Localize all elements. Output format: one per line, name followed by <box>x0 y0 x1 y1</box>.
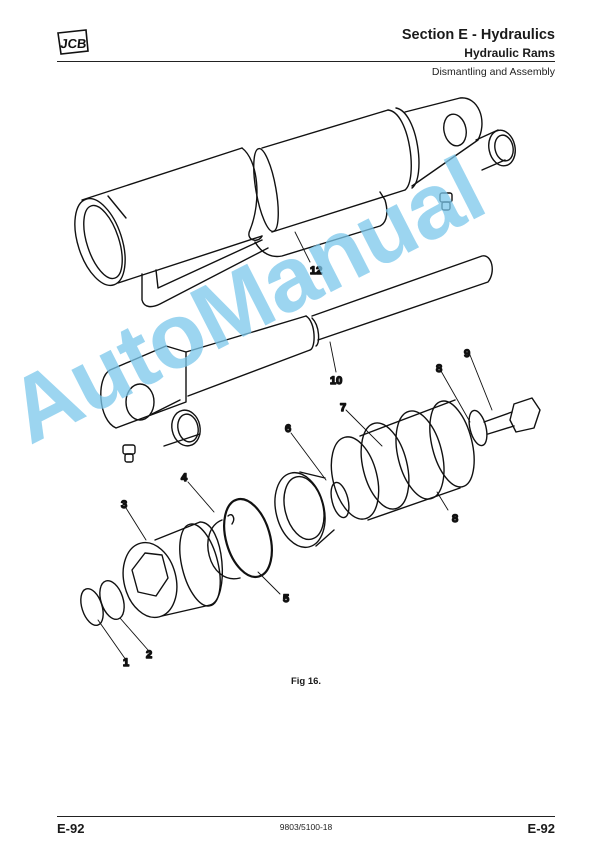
grease-nipple-bottom <box>122 444 136 463</box>
page-number-right: E-92 <box>527 821 555 836</box>
header-divider <box>57 61 555 62</box>
callout-8: 8 <box>452 513 458 525</box>
cylinder-barrel <box>74 97 516 308</box>
callout-12: 10 <box>330 375 342 387</box>
callout-2: 2 <box>146 649 152 661</box>
leader-lines <box>97 231 493 661</box>
callout-10: 9 <box>464 348 470 360</box>
circlip-4 <box>207 514 241 580</box>
seal-ring-6 <box>274 471 350 549</box>
callout-3: 3 <box>121 499 127 511</box>
callout-5: 5 <box>283 593 289 605</box>
o-ring-5 <box>223 497 273 579</box>
callout-1: 1 <box>123 657 129 669</box>
svg-text:JCB: JCB <box>60 36 88 51</box>
section-title: Section E - Hydraulics <box>401 27 555 43</box>
subsection-title: Hydraulic Rams <box>464 46 555 60</box>
jcb-logo: JCB <box>57 29 89 55</box>
callout-7: 7 <box>340 402 346 414</box>
piston-rod <box>100 255 493 447</box>
end-cap <box>122 521 224 619</box>
document-code: 9803/5100-18 <box>279 822 333 832</box>
ring-2 <box>99 579 125 621</box>
callout-6: 6 <box>285 423 291 435</box>
grease-nipple-top <box>439 192 453 211</box>
hydraulic-ram-exploded-diagram: 12 10 9 8 7 6 8 4 3 5 2 1 <box>74 97 541 670</box>
callout-4: 4 <box>181 472 188 484</box>
figure-caption: Fig 16. <box>290 676 322 687</box>
topic-label: Dismantling and Assembly <box>431 66 555 78</box>
page-number-left: E-92 <box>57 821 85 836</box>
callout-13: 12 <box>310 265 322 277</box>
footer-divider <box>57 816 555 817</box>
piston-assembly <box>330 397 541 521</box>
callout-9: 8 <box>436 363 442 375</box>
